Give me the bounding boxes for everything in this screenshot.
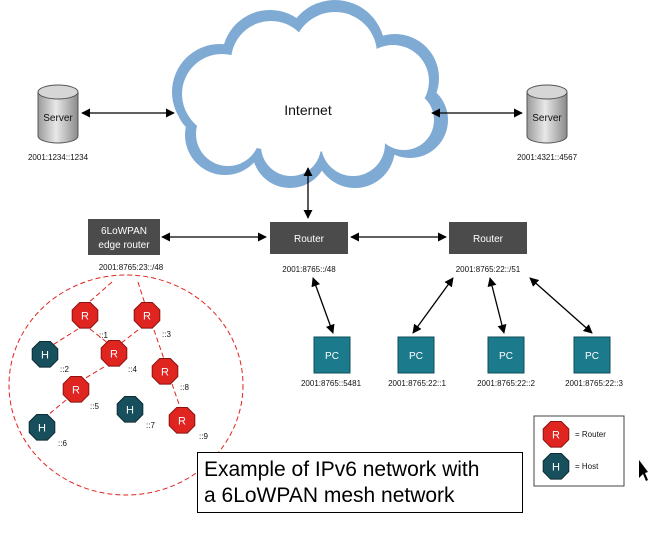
mesh-node-h6: H <box>28 414 56 441</box>
pc-1-address: 2001:8765::5481 <box>301 379 362 388</box>
mesh-node-r3-letter: R <box>143 311 151 323</box>
legend-router-text: = Router <box>575 430 606 439</box>
mesh-link-edge-r1 <box>86 281 113 305</box>
internet-label: Internet <box>284 102 332 118</box>
link-router-pc1 <box>311 277 335 334</box>
server-left-address: 2001:1234::1234 <box>28 153 89 162</box>
mesh-node-h7: H <box>116 396 144 423</box>
router-middle: Router <box>270 222 348 254</box>
edge-router-label-line1: 6LoWPAN <box>101 226 147 237</box>
mesh-node-r8-letter: R <box>161 367 169 379</box>
pc-2-address: 2001:8765:22::1 <box>388 379 446 388</box>
mesh-node-r9: R <box>168 407 196 434</box>
mesh-node-h6-suffix: ::6 <box>58 439 67 448</box>
legend: R = Router H = Host <box>533 415 625 487</box>
pc-2: PC <box>397 336 435 374</box>
pc-4-address: 2001:8765:22::3 <box>565 379 623 388</box>
mesh-node-r8-suffix: ::8 <box>180 383 189 392</box>
pc-4: PC <box>573 336 611 374</box>
mesh-node-h7-letter: H <box>126 405 134 417</box>
mesh-link-r5-h6 <box>47 399 67 416</box>
mesh-boundary <box>8 274 244 496</box>
pc-1: PC <box>313 336 351 374</box>
mesh-node-h7-suffix: ::7 <box>146 421 155 430</box>
pc-1-label: PC <box>325 351 339 362</box>
legend-router-letter: R <box>552 430 560 442</box>
legend-host-text: = Host <box>575 462 599 471</box>
router-right-address: 2001:8765:22::/51 <box>456 265 521 274</box>
mesh-link-edge-r3 <box>137 281 146 305</box>
mesh-node-r1-suffix: ::1 <box>99 331 108 340</box>
mesh-node-r4-suffix: ::4 <box>128 365 137 374</box>
mesh-node-r1-letter: R <box>81 311 89 323</box>
pc-3-address: 2001:8765:22::2 <box>477 379 535 388</box>
server-right-label: Server <box>532 113 562 124</box>
mesh-node-r9-suffix: ::9 <box>199 432 208 441</box>
caption-box: Example of IPv6 network with a 6LoWPAN m… <box>197 452 523 513</box>
mesh-links <box>47 281 181 416</box>
mesh-node-h6-letter: H <box>38 423 46 435</box>
mesh-node-r4-letter: R <box>110 349 118 361</box>
pc-3-label: PC <box>499 351 513 362</box>
mesh-node-h2: H <box>31 341 59 368</box>
pc-2-label: PC <box>409 351 423 362</box>
connections <box>81 108 593 334</box>
mesh-node-r3-suffix: ::3 <box>162 330 171 339</box>
edge-router: 6LoWPAN edge router <box>88 219 160 255</box>
edge-router-address: 2001:8765:23::/48 <box>99 263 164 272</box>
legend-router-icon <box>542 421 570 448</box>
pc-4-label: PC <box>585 351 599 362</box>
mesh-node-r1: R <box>71 302 99 329</box>
router-middle-address: 2001:8765::/48 <box>282 265 336 274</box>
server-left: Server <box>37 84 79 144</box>
mesh-link-r4-r5 <box>83 366 105 380</box>
link-router-pc2 <box>412 277 454 334</box>
edge-router-label-line2: edge router <box>98 240 150 251</box>
pc-3: PC <box>487 336 525 374</box>
legend-host-icon <box>542 453 570 480</box>
router-right-label: Router <box>473 234 504 245</box>
server-right: Server <box>526 84 568 144</box>
caption-line-1: Example of IPv6 network with <box>204 458 480 481</box>
mesh-node-r8: R <box>151 358 179 385</box>
link-router-pc3 <box>487 277 507 334</box>
caption-line-2: a 6LoWPAN mesh network <box>204 484 455 507</box>
internet-cloud: Internet <box>172 0 448 188</box>
mesh-link-r8-r9 <box>171 383 181 408</box>
server-right-address: 2001:4321::4567 <box>517 153 578 162</box>
mesh-node-r9-letter: R <box>178 416 186 428</box>
link-router-pc4 <box>529 277 593 334</box>
server-left-label: Server <box>43 113 73 124</box>
mesh-node-r5-suffix: ::5 <box>90 402 99 411</box>
mesh-link-r1-r4 <box>89 328 110 345</box>
mesh-node-h2-suffix: ::2 <box>60 365 69 374</box>
router-middle-label: Router <box>294 234 325 245</box>
mesh-node-r5: R <box>62 376 90 403</box>
router-right: Router <box>449 222 527 254</box>
mesh-link-r3-r4 <box>119 329 139 345</box>
mesh-node-r3: R <box>133 302 161 329</box>
mesh-link-r3-r8 <box>153 329 165 360</box>
mesh-link-r1-h2 <box>50 328 79 347</box>
mouse-cursor-icon <box>639 460 648 481</box>
legend-host-letter: H <box>552 462 560 474</box>
mesh-node-r5-letter: R <box>72 385 80 397</box>
mesh-node-r4: R <box>100 340 128 367</box>
mesh-node-h2-letter: H <box>41 350 49 362</box>
